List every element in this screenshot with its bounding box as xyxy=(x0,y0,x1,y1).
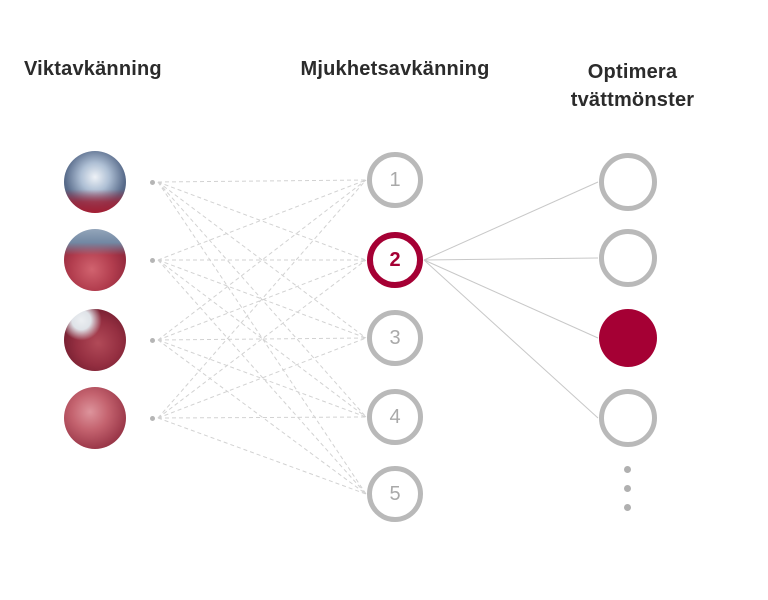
column-title-weight-sensing: Viktavkänning xyxy=(24,58,162,80)
input-dot-2 xyxy=(150,258,155,263)
output-node-3-selected xyxy=(599,309,657,367)
input-dot-4 xyxy=(150,416,155,421)
output-node-1 xyxy=(599,153,657,211)
ellipsis-dot-1 xyxy=(624,466,631,473)
softness-node-4: 4 xyxy=(367,389,423,445)
red-laundry-in-drum-photo xyxy=(64,229,126,291)
softness-node-2-active: 2 xyxy=(367,232,423,288)
pink-fabric-photo xyxy=(64,387,126,449)
input-dot-3 xyxy=(150,338,155,343)
dark-red-fabric-photo xyxy=(64,309,126,371)
input-dot-1 xyxy=(150,180,155,185)
softness-node-5: 5 xyxy=(367,466,423,522)
softness-node-4-label: 4 xyxy=(389,405,401,428)
washing-drum-photo xyxy=(64,151,126,213)
column-title-optimize-line2: tvättmönster xyxy=(570,89,695,111)
softness-node-5-label: 5 xyxy=(389,482,401,505)
ellipsis-dot-2 xyxy=(624,485,631,492)
ellipsis-dot-3 xyxy=(624,504,631,511)
column-title-optimize-pattern: Optimera tvättmönster xyxy=(545,58,720,114)
softness-node-2-label: 2 xyxy=(389,248,401,271)
softness-node-3-label: 3 xyxy=(389,326,401,349)
output-node-2 xyxy=(599,229,657,287)
softness-node-3: 3 xyxy=(367,310,423,366)
softness-node-1-label: 1 xyxy=(389,168,401,191)
column-title-softness-sensing: Mjukhetsavkänning xyxy=(300,58,490,80)
column-title-optimize-line1: Optimera xyxy=(587,61,678,83)
output-node-4 xyxy=(599,389,657,447)
softness-node-1: 1 xyxy=(367,152,423,208)
